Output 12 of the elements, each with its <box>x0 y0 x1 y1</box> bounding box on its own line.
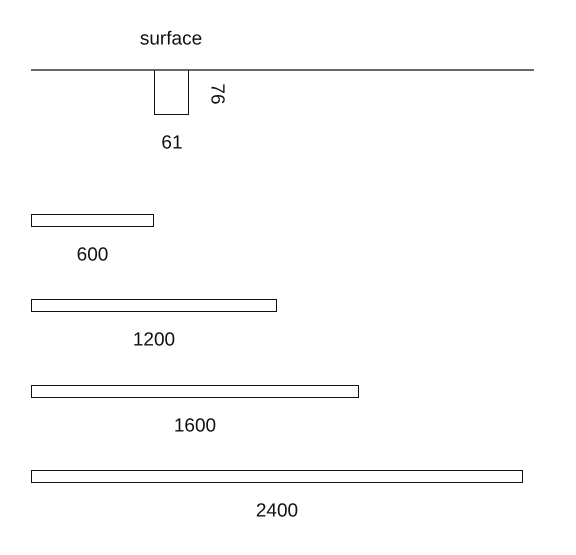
bar <box>31 299 277 312</box>
length-label: 1200 <box>132 330 176 350</box>
surface-label: surface <box>140 30 202 48</box>
dimension-label: 76 <box>208 83 226 105</box>
bar <box>31 385 359 398</box>
length-label: 2400 <box>256 502 298 520</box>
bar <box>31 470 523 483</box>
length-label: 1600 <box>174 416 216 436</box>
bar <box>31 214 154 227</box>
groove-outline <box>154 70 189 115</box>
dimension-label: 61 <box>161 134 183 152</box>
length-label: 600 <box>76 246 108 264</box>
